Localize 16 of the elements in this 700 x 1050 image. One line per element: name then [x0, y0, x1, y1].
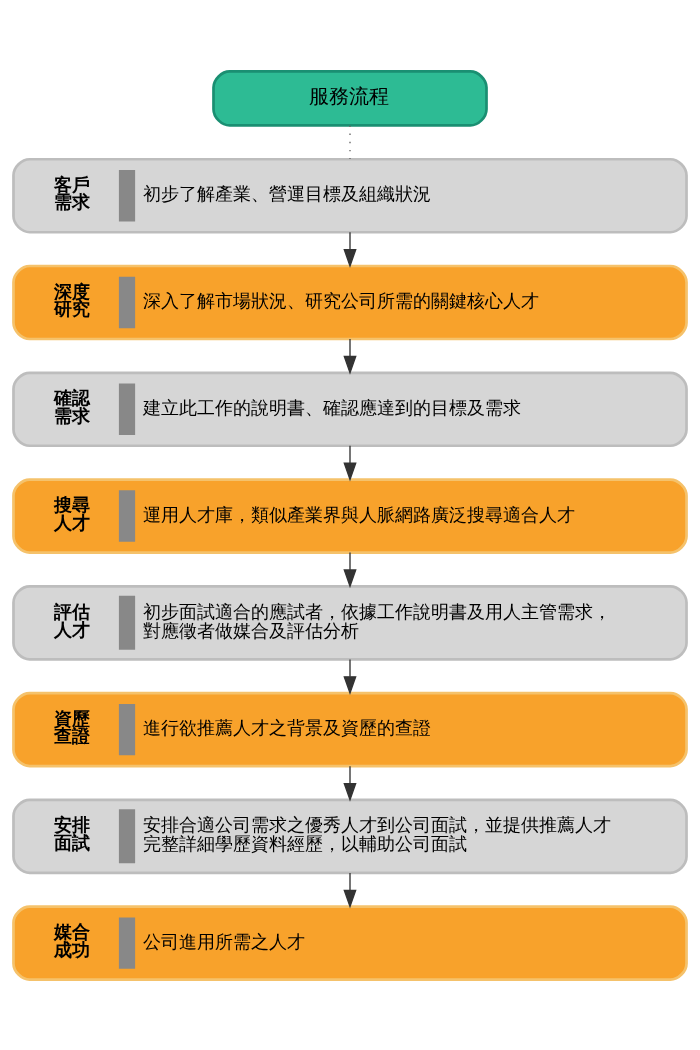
arrow — [343, 337, 357, 375]
node-box: 資歷查證 進行欲推薦人才之背景及資歷的查證 — [12, 691, 688, 767]
node-box: 確認需求 建立此工作的說明書、確認應達到的目標及需求 — [12, 370, 688, 447]
node-box: 客戶需求 初步了解產業、營運目標及組織狀況 — [12, 157, 688, 234]
arrow — [343, 231, 357, 268]
node-box: 媒合成功 公司進用所需之人才 — [12, 904, 688, 981]
node-box: 深度研究 深入了解市場狀況、研究公司所需的關鍵核心人才 — [12, 264, 688, 340]
node-box: 服務流程 — [212, 69, 488, 127]
node-box: 安排面試 安排合適公司需求之優秀人才到公司面試，並提供推薦人才完整詳細學歷資料經歷，以輔助公司面試 — [12, 798, 688, 874]
arrow — [343, 765, 357, 802]
node-box: 評估人才 初步面試適合的應試者，依據工作說明書及用人主管需求，對應徵者做媒合及評估分析 — [12, 584, 688, 661]
arrow — [343, 658, 357, 695]
arrow — [343, 871, 357, 909]
arrow — [343, 551, 357, 588]
node-box: 搜尋人才 運用人才庫，類似產業界與人脈網路廣泛搜尋適合人才 — [12, 477, 688, 554]
arrow — [343, 444, 357, 482]
